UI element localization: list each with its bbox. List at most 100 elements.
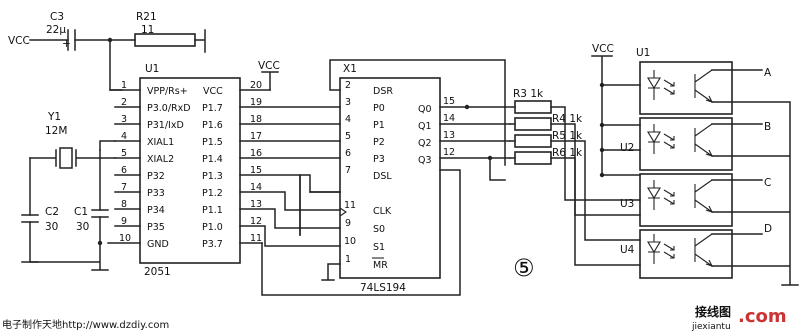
output-d-label: D — [764, 223, 772, 235]
c3-value: 22μ — [46, 24, 66, 36]
u1-left-pin-num: 3 — [121, 114, 127, 125]
u1-right-pin-name: P1.5 — [202, 137, 223, 148]
watermark-right-url: jiexiantu — [691, 322, 731, 332]
u1-left-pin-num: 7 — [121, 182, 127, 193]
x1-left-pin-name: P2 — [373, 137, 385, 148]
output-a-label: A — [764, 67, 772, 79]
optocoupler-u1 — [639, 61, 733, 115]
x1-name: X1 — [343, 63, 357, 75]
x1-left-pin-name: P0 — [373, 103, 385, 114]
u1-right-pin-name: P1.7 — [202, 103, 223, 114]
u1-left-pin-name: GND — [147, 239, 169, 250]
r4-resistor — [514, 117, 552, 131]
u1-right-pin-num: 17 — [250, 131, 262, 142]
c3-name: C3 — [50, 11, 64, 23]
c3-plus: + — [62, 38, 71, 50]
output-c-label: C — [764, 177, 771, 189]
watermark-left: 电子制作天地http://www.dzdiy.com — [2, 318, 169, 331]
x1-right-pin-num: 13 — [443, 130, 455, 141]
u1-pin-line — [239, 191, 341, 211]
opto-output-wires — [711, 69, 763, 235]
r6-resistor — [514, 151, 552, 165]
u1-left-pin-num: 10 — [119, 233, 131, 244]
x1-right-pin-num: 14 — [443, 113, 455, 124]
r3-label: R3 1k — [513, 88, 544, 100]
optocoupler-u3 — [639, 173, 733, 227]
u1-right-pin-num: 16 — [250, 148, 262, 159]
u1-right-pin-num: 19 — [250, 97, 262, 108]
circle-number: ⑤ — [513, 254, 535, 282]
x1-left-pin-num: 2 — [345, 80, 351, 91]
u1-right-pin-num: 13 — [250, 199, 262, 210]
x1-left-pin-name: S0 — [373, 224, 385, 235]
junction-dot — [464, 104, 470, 110]
r21-name: R21 — [136, 11, 157, 23]
u1-left-pin-name: VPP/Rs+ — [147, 86, 188, 97]
x1-right-pin-num: 15 — [443, 96, 455, 107]
x1-left-pin-name: MR — [373, 260, 388, 271]
x1-left-pin-num: 3 — [345, 97, 351, 108]
x1-left-pin-name: DSL — [373, 171, 392, 182]
u1-left-pin-name: XIAL1 — [147, 137, 174, 148]
watermark-right-cn: 接线图 — [695, 304, 731, 319]
x1-left-pins: 2 DSR 3 P0 4 P1 5 P2 6 P3 7 DSL 11 CLK 9… — [339, 80, 393, 271]
u1-vcc-label: VCC — [258, 60, 280, 72]
x1-left-pin-name: CLK — [373, 206, 392, 217]
u1-right-pins: 20 VCC 19 P1.7 18 P1.6 17 P1.5 16 P1.4 1… — [202, 80, 341, 250]
c1-value: 30 — [76, 221, 89, 233]
q3-feedback-wire — [489, 157, 506, 181]
u1-right-pin-name: P1.4 — [202, 154, 223, 165]
r5-resistor — [514, 134, 552, 148]
opto-u4-name: U4 — [620, 244, 635, 256]
x1-left-pin-name: DSR — [373, 86, 393, 97]
u1-right-pin-num: 14 — [250, 182, 262, 193]
opto-u2-name: U2 — [620, 142, 634, 154]
mr-ground — [321, 263, 341, 281]
u1-left-pin-num: 9 — [121, 216, 127, 227]
u1-left-pin-name: P31/IxD — [147, 120, 184, 131]
r4-label: R4 1k — [552, 113, 583, 125]
u1-right-pin-num: 18 — [250, 114, 262, 125]
clk-edge-marker — [339, 207, 347, 217]
r3-resistor — [514, 100, 552, 114]
c2-ground — [21, 221, 39, 263]
r6-to-opto-wire — [550, 157, 641, 266]
x1-chip-body — [339, 77, 441, 279]
x1-right-pin-num: 12 — [443, 147, 455, 158]
xtal1-wire — [99, 140, 116, 151]
opto-u1-name: U1 — [636, 47, 650, 59]
r21-ground — [194, 29, 206, 53]
optocoupler-u4 — [639, 229, 733, 279]
y1-crystal-symbol — [29, 147, 116, 169]
u1-left-pin-name: P3.0/RxD — [147, 103, 191, 114]
c2-value: 30 — [45, 221, 58, 233]
x1-right-pin-name: Q0 — [418, 104, 432, 115]
u1-right-pin-name: P1.3 — [202, 171, 223, 182]
x1-part: 74LS194 — [360, 282, 406, 294]
u1-left-pin-name: P35 — [147, 222, 165, 233]
r5-to-opto-wire — [550, 140, 641, 241]
u1-pin-line — [239, 225, 341, 247]
vcc-right-rail — [591, 55, 613, 176]
x1-left-pin-name: S1 — [373, 242, 385, 253]
u1-left-pin-num: 2 — [121, 97, 127, 108]
u1-left-pin-name: XIAL2 — [147, 154, 174, 165]
u1-left-pin-name: P34 — [147, 205, 165, 216]
x1-left-pin-num: 7 — [345, 165, 351, 176]
p37-wire — [261, 169, 461, 296]
r3-to-opto-wire — [550, 106, 641, 201]
ground-net — [29, 242, 109, 271]
u1-name: U1 — [145, 63, 159, 75]
u1-right-pin-num: 20 — [250, 80, 262, 91]
u1-right-pin-num: 11 — [250, 233, 262, 244]
x1-left-pin-name: P3 — [373, 154, 385, 165]
u1-left-pin-num: 5 — [121, 148, 127, 159]
c1-name: C1 — [74, 206, 88, 218]
x1-left-pin-num: 5 — [345, 131, 351, 142]
x1-left-pin-num: 10 — [344, 236, 356, 247]
u1-left-pin-num: 4 — [121, 131, 127, 142]
x1-right-pins: 15 Q0 14 Q1 13 Q2 12 Q3 — [418, 96, 511, 166]
resistor-leads — [509, 123, 516, 159]
opto-u3-name: U3 — [620, 198, 634, 210]
